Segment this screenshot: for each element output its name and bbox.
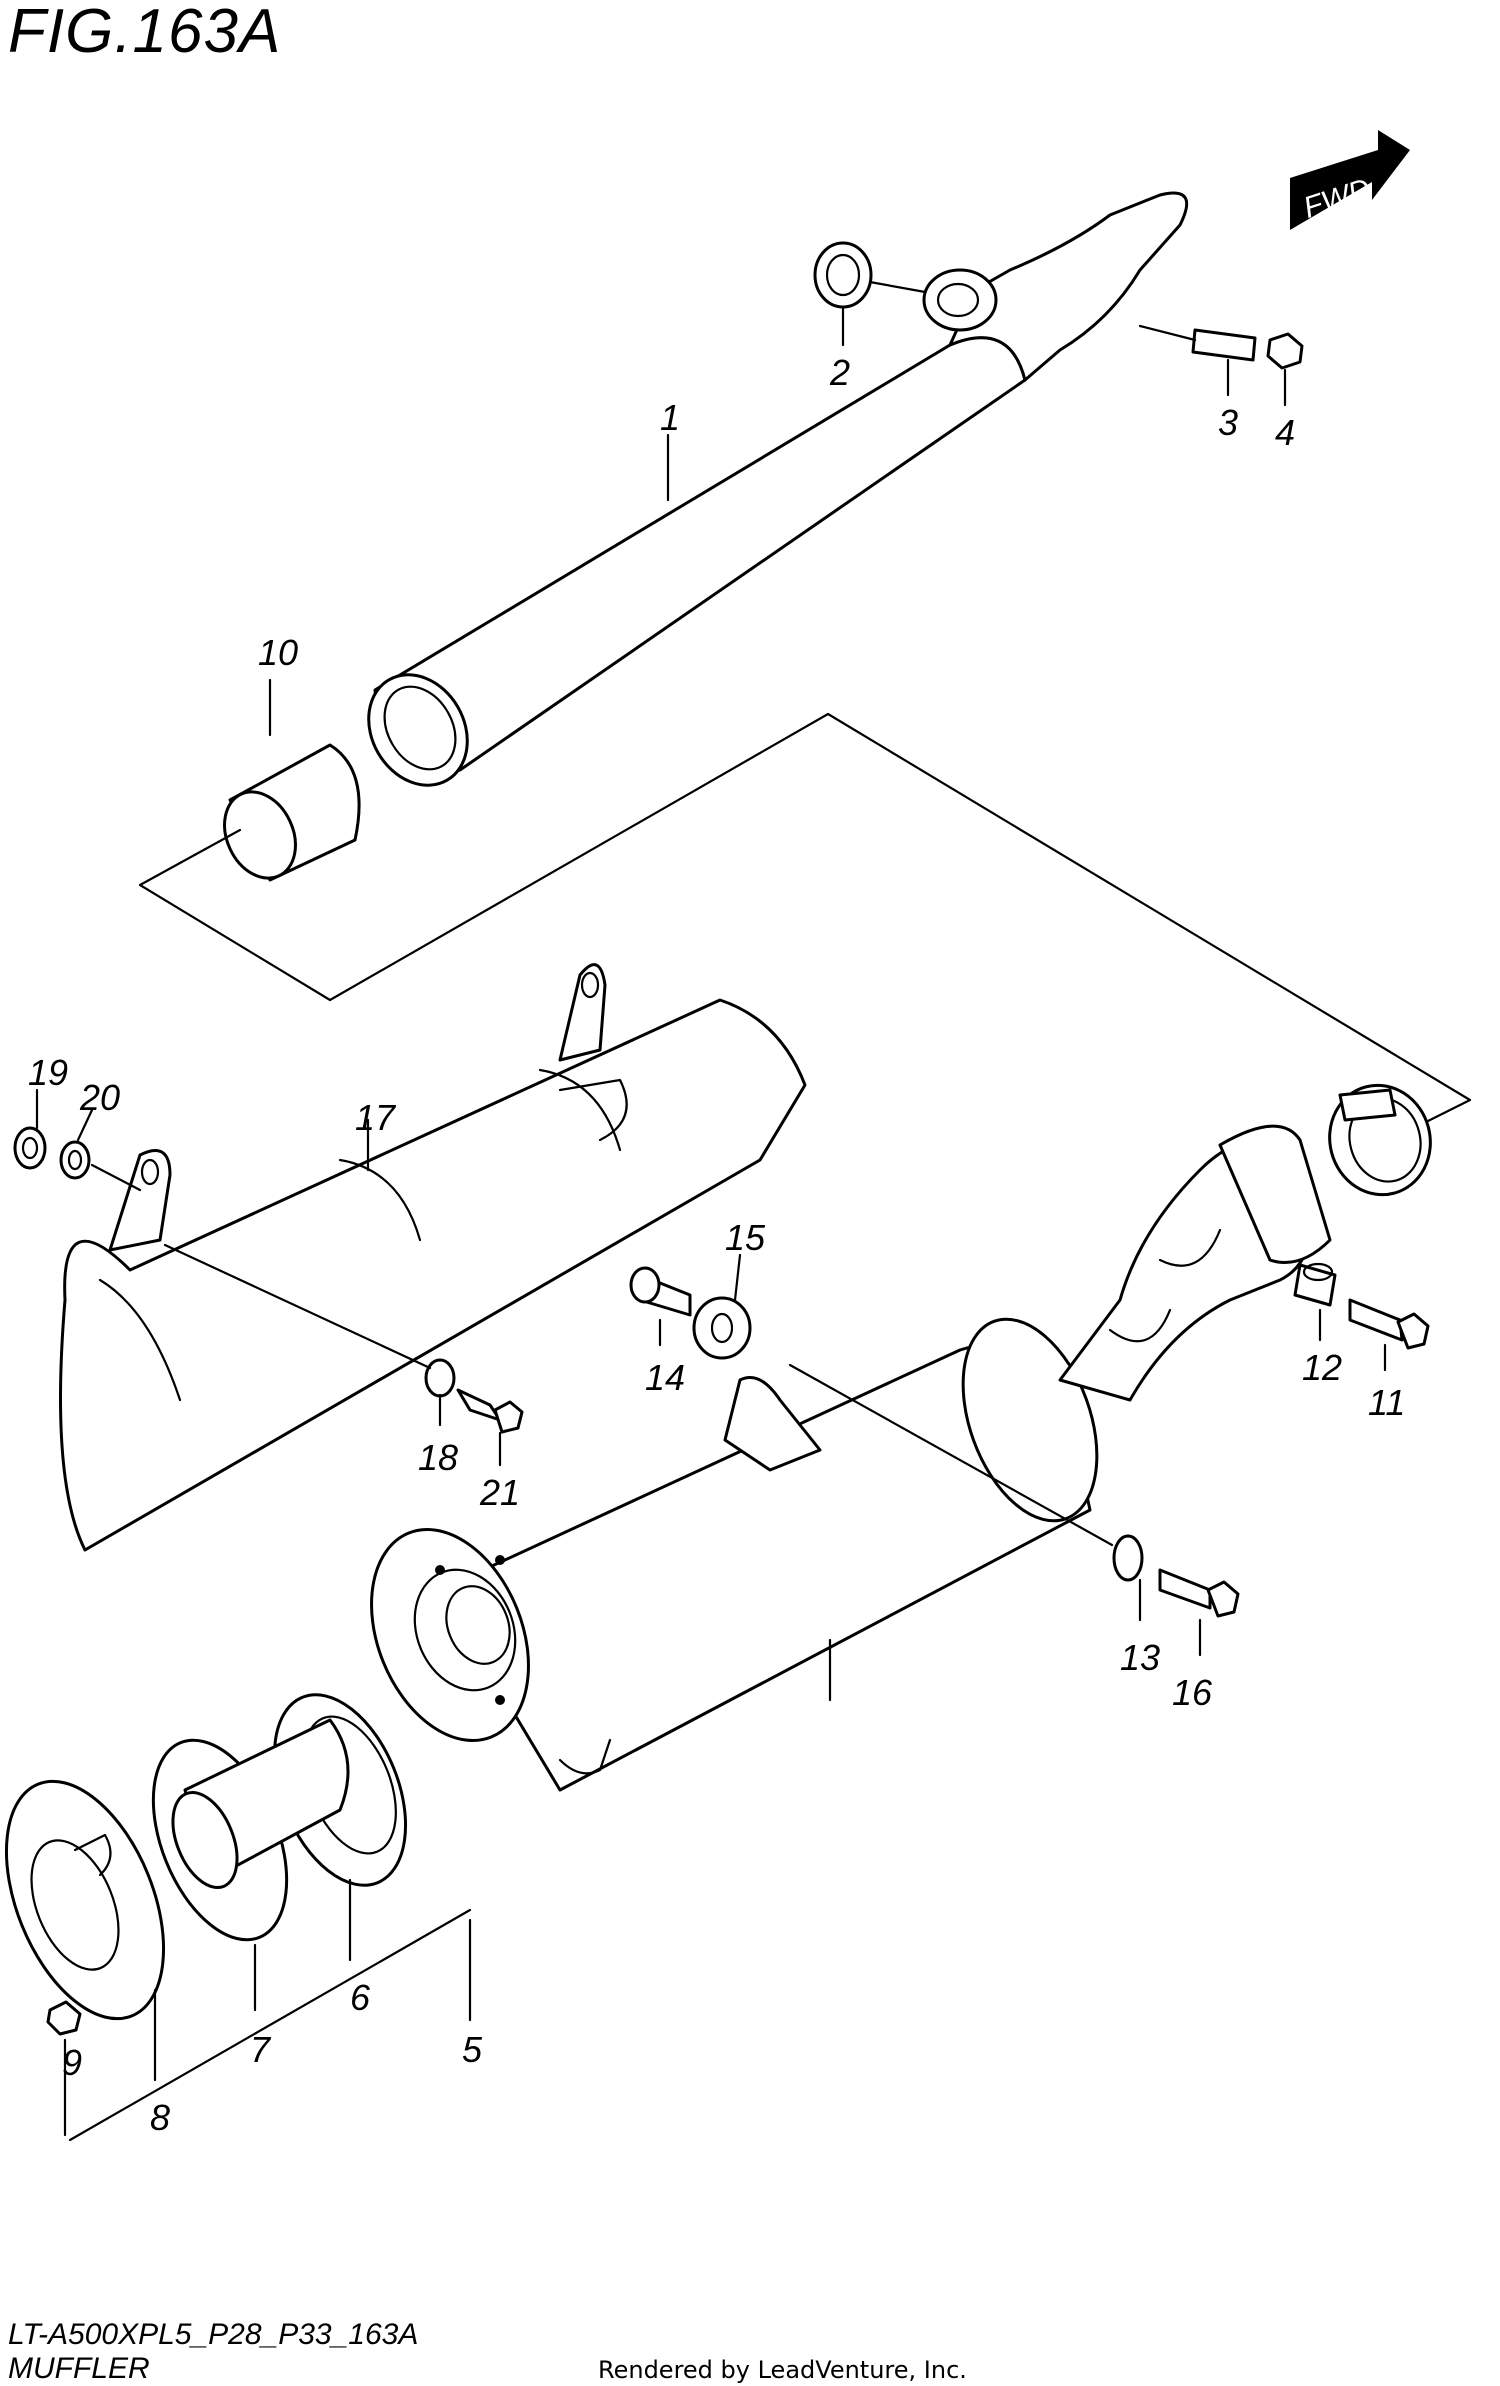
end-cap-part — [4, 1779, 166, 2082]
damper-15-part — [692, 1253, 752, 1360]
callout-15: 15 — [725, 1217, 766, 1258]
callout-13: 13 — [1120, 1637, 1160, 1678]
washer-13-part — [788, 1363, 1144, 1622]
muffler-body-part — [68, 1124, 1332, 2142]
page-name: MUFFLER — [8, 2352, 150, 2385]
collar-12-part — [1293, 1262, 1337, 1342]
callout-21: 21 — [479, 1472, 520, 1513]
callout-18: 18 — [418, 1437, 458, 1478]
assembly-guide-lines — [138, 712, 1472, 1132]
callout-20: 20 — [79, 1077, 120, 1118]
stud-part — [1138, 324, 1257, 397]
callout-6: 6 — [350, 1977, 371, 2018]
spark-arrester-part — [151, 1718, 350, 2012]
callout-11: 11 — [1368, 1382, 1405, 1423]
bolt-21-part — [456, 1388, 524, 1467]
screw-part — [46, 2000, 82, 2137]
exhaust-pipe-part — [367, 191, 1189, 787]
model-code: LT-A500XPL5_P28_P33_163A — [8, 2318, 419, 2351]
callout-9: 9 — [62, 2042, 82, 2083]
render-credit: Rendered by LeadVenture, Inc. — [598, 2356, 967, 2384]
callout-3: 3 — [1218, 402, 1238, 443]
fwd-arrow-icon: FWD — [1290, 130, 1410, 230]
collar-part — [13, 1088, 47, 1170]
callout-1: 1 — [660, 397, 680, 438]
gasket-part — [813, 241, 927, 347]
grommet-part — [59, 1108, 142, 1192]
callout-8: 8 — [150, 2097, 170, 2138]
callout-10: 10 — [258, 632, 298, 673]
nut-part — [1266, 332, 1304, 407]
callout-16: 16 — [1172, 1672, 1213, 1713]
callout-12: 12 — [1302, 1347, 1342, 1388]
collar-14-part — [629, 1266, 692, 1347]
callout-5: 5 — [462, 2029, 483, 2070]
bolt-16-part — [1158, 1568, 1240, 1657]
callout-7: 7 — [250, 2029, 272, 2070]
clamp-part — [1328, 1083, 1432, 1197]
callout-19: 19 — [28, 1052, 68, 1093]
figure-title: FIG.163A — [8, 0, 282, 66]
callout-17: 17 — [355, 1097, 397, 1138]
sleeve-part — [223, 678, 361, 882]
callout-14: 14 — [645, 1357, 685, 1398]
bolt-11-part — [1348, 1298, 1430, 1372]
washer-part — [163, 1243, 456, 1427]
callout-4: 4 — [1275, 412, 1295, 453]
callout-2: 2 — [829, 352, 850, 393]
heat-shield-part — [59, 963, 807, 1552]
